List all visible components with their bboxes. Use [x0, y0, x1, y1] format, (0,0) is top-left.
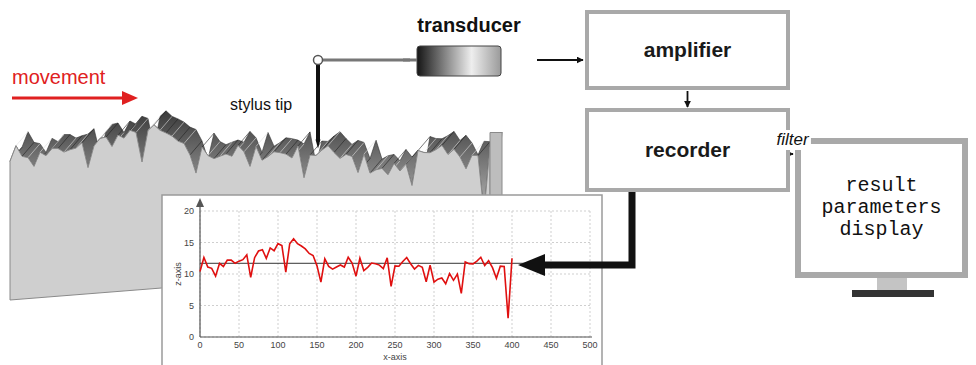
node-label: recorder — [645, 138, 730, 162]
grid-line — [551, 211, 552, 337]
transducer-body — [403, 44, 515, 78]
tick-label: 400 — [504, 340, 519, 350]
tick-label: 250 — [387, 340, 402, 350]
surface-facet-edge — [202, 133, 214, 147]
process-box: amplifier — [585, 10, 790, 90]
axis-title: x-axis — [383, 352, 407, 362]
grid-line — [200, 305, 590, 306]
chart-panel — [162, 195, 602, 365]
tick-label: 450 — [543, 340, 558, 350]
surface-facet-edge — [16, 132, 28, 146]
surface-facet-edge — [376, 156, 388, 170]
tick-label: 100 — [270, 340, 285, 350]
tick-label: 10 — [184, 269, 194, 279]
signal-arrow — [792, 153, 793, 155]
surface-facet-edge — [298, 132, 310, 146]
tick-label: 300 — [426, 340, 441, 350]
surface-facet-edge — [328, 132, 340, 146]
grid-line — [239, 211, 240, 337]
tick-label: 0 — [189, 332, 194, 342]
signal-arrow — [537, 59, 583, 61]
surface-facet-edge — [22, 142, 34, 156]
stylus-shaft — [316, 60, 320, 140]
surface-facet-edge — [154, 111, 166, 125]
stylus-arm-line — [403, 59, 417, 62]
tick-label: 150 — [309, 340, 324, 350]
grid-line — [200, 274, 590, 275]
transducer-cylinder — [417, 46, 501, 76]
surface-facet-edge — [130, 116, 142, 130]
surface-facet-edge — [364, 140, 376, 154]
grid-line — [395, 211, 396, 337]
profile-trace — [200, 239, 512, 318]
surface-facet-edge — [100, 124, 112, 138]
transducer: transducer — [403, 14, 535, 80]
stylus-pivot — [314, 56, 323, 65]
axis-title: z-axis — [173, 262, 183, 286]
node-label: transducer — [403, 14, 535, 37]
surface-facet-edge — [418, 137, 430, 151]
surface-facet-edge — [58, 135, 70, 149]
edge-label: filter — [774, 130, 810, 150]
recorder-output-line — [543, 192, 632, 265]
stylus-tip — [316, 139, 321, 148]
tick-label: 500 — [582, 340, 597, 350]
node-label: result parameters display — [819, 175, 945, 241]
part-label: stylus tip — [230, 96, 292, 114]
surface-facet-edge — [106, 123, 118, 137]
process-box: recorder — [585, 108, 790, 192]
grid-line — [200, 211, 590, 212]
surface-facet-edge — [82, 129, 94, 143]
surface-facet-edge — [352, 142, 364, 156]
recorder-output-arrowhead — [518, 254, 545, 276]
surface-facet-edge — [394, 149, 406, 163]
monitor-stand — [877, 278, 907, 291]
stylus-arm — [314, 56, 411, 149]
movement-label: movement — [12, 66, 105, 89]
surface-facet-edge — [136, 118, 148, 132]
tick-label: 50 — [234, 340, 244, 350]
display-monitor: result parameters display — [795, 138, 968, 278]
surface-facet-edge — [454, 135, 466, 149]
signal-arrow — [687, 91, 689, 107]
tick-label: 20 — [184, 206, 194, 216]
tick-label: 200 — [348, 340, 363, 350]
surface-facet-edge — [460, 143, 472, 157]
surface-facet-edge — [274, 138, 286, 152]
monitor-base — [852, 290, 934, 297]
tick-label: 5 — [189, 301, 194, 311]
surface-facet-edge — [52, 135, 64, 149]
stylus-arm-line — [318, 59, 410, 62]
surface-facet-edge — [172, 122, 184, 136]
surface-facet-edge — [334, 139, 346, 153]
node-label: amplifier — [644, 38, 732, 62]
surface-facet-edge — [256, 132, 268, 146]
x-axis — [200, 336, 592, 337]
surface-facet-edge — [244, 138, 256, 152]
surface-facet-edge — [442, 131, 454, 145]
surface-facet-edge — [472, 141, 484, 155]
grid-line — [200, 242, 590, 243]
profile-chart — [162, 195, 602, 365]
surface-facet-edge — [280, 139, 292, 153]
surface-facet-edge — [238, 131, 250, 145]
surface-facet-edge — [184, 130, 196, 144]
tick-label: 350 — [465, 340, 480, 350]
tick-label: 15 — [184, 238, 194, 248]
y-axis-arrow — [196, 198, 204, 207]
tick-label: 0 — [197, 340, 202, 350]
movement-arrow — [12, 97, 124, 100]
surface-facet-edge — [346, 140, 358, 154]
surface-facet-edge — [478, 142, 490, 156]
movement-arrowhead — [122, 91, 138, 105]
